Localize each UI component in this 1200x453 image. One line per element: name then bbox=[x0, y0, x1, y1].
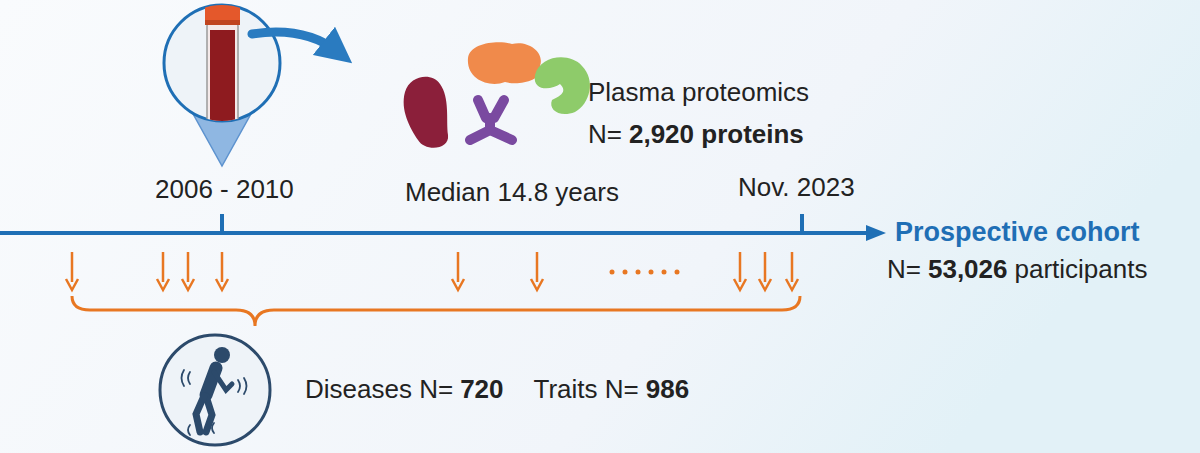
event-arrow-shaft bbox=[71, 252, 74, 282]
count-value: 720 bbox=[460, 375, 503, 405]
event-arrow-shaft bbox=[187, 252, 190, 282]
protein-red bbox=[404, 77, 448, 148]
date-label: 2006 - 2010 bbox=[155, 175, 294, 205]
count-prefix: N= bbox=[588, 120, 622, 150]
tube-cap-rim bbox=[205, 20, 240, 25]
event-arrow-head bbox=[452, 279, 464, 290]
protein-orange bbox=[468, 42, 541, 84]
date-label: Nov. 2023 bbox=[738, 173, 855, 203]
dot bbox=[623, 270, 628, 275]
leg bbox=[196, 396, 204, 432]
flow-arrow bbox=[252, 32, 338, 52]
event-arrow-shaft bbox=[221, 252, 224, 282]
count-value: 53,026 bbox=[928, 255, 1008, 285]
event-arrow-head bbox=[66, 279, 78, 290]
event-arrow-head bbox=[157, 279, 169, 290]
outcome-label: Diseases N= bbox=[305, 375, 453, 405]
dot bbox=[610, 270, 615, 275]
head bbox=[214, 347, 230, 363]
timeline-tick bbox=[220, 214, 224, 233]
event-arrow-head bbox=[531, 279, 543, 290]
timeline-tick bbox=[800, 214, 804, 233]
timeline-arrowhead bbox=[866, 225, 886, 241]
dot bbox=[662, 270, 667, 275]
event-arrow-shaft bbox=[457, 252, 460, 282]
ellipsis-dots bbox=[610, 270, 680, 275]
panel-title: Plasma proteomics bbox=[588, 78, 809, 108]
count-prefix: N= bbox=[887, 255, 921, 285]
event-arrows bbox=[66, 252, 798, 290]
count-value: 986 bbox=[646, 375, 689, 405]
tremor-marks bbox=[238, 378, 247, 394]
antibody-shape bbox=[470, 100, 512, 140]
count-value: 2,920 proteins bbox=[629, 120, 804, 150]
tube-cap bbox=[205, 4, 240, 24]
event-arrow-shaft bbox=[162, 252, 165, 282]
timeline-axis bbox=[0, 231, 868, 235]
event-arrow-shaft bbox=[764, 252, 767, 282]
event-arrow-head bbox=[182, 279, 194, 290]
blood-tube bbox=[205, 4, 240, 132]
event-arrow-head bbox=[759, 279, 771, 290]
event-arrow-shaft bbox=[536, 252, 539, 282]
event-arrow-head bbox=[786, 279, 798, 290]
event-arrow-shaft bbox=[739, 252, 742, 282]
tremor-marks bbox=[188, 423, 214, 435]
event-arrow-head bbox=[734, 279, 746, 290]
dot bbox=[649, 270, 654, 275]
dot bbox=[636, 270, 641, 275]
event-arrow-shaft bbox=[791, 252, 794, 282]
event-arrow-head bbox=[216, 279, 228, 290]
cohort-title: Prospective cohort bbox=[895, 217, 1140, 248]
count-unit: participants bbox=[1015, 255, 1148, 285]
tube-glass bbox=[207, 22, 238, 132]
patient-figure bbox=[182, 347, 247, 435]
duration-label: Median 14.8 years bbox=[405, 178, 619, 208]
outcome-label: Traits N= bbox=[534, 375, 639, 405]
dot bbox=[675, 270, 680, 275]
arm bbox=[214, 372, 232, 390]
tube-blood bbox=[210, 30, 235, 132]
patient-circle bbox=[160, 335, 270, 445]
protein-green bbox=[535, 57, 590, 114]
bracket bbox=[72, 296, 800, 326]
tremor-marks bbox=[182, 370, 191, 386]
protein-purple bbox=[470, 100, 512, 140]
leg bbox=[206, 396, 212, 432]
